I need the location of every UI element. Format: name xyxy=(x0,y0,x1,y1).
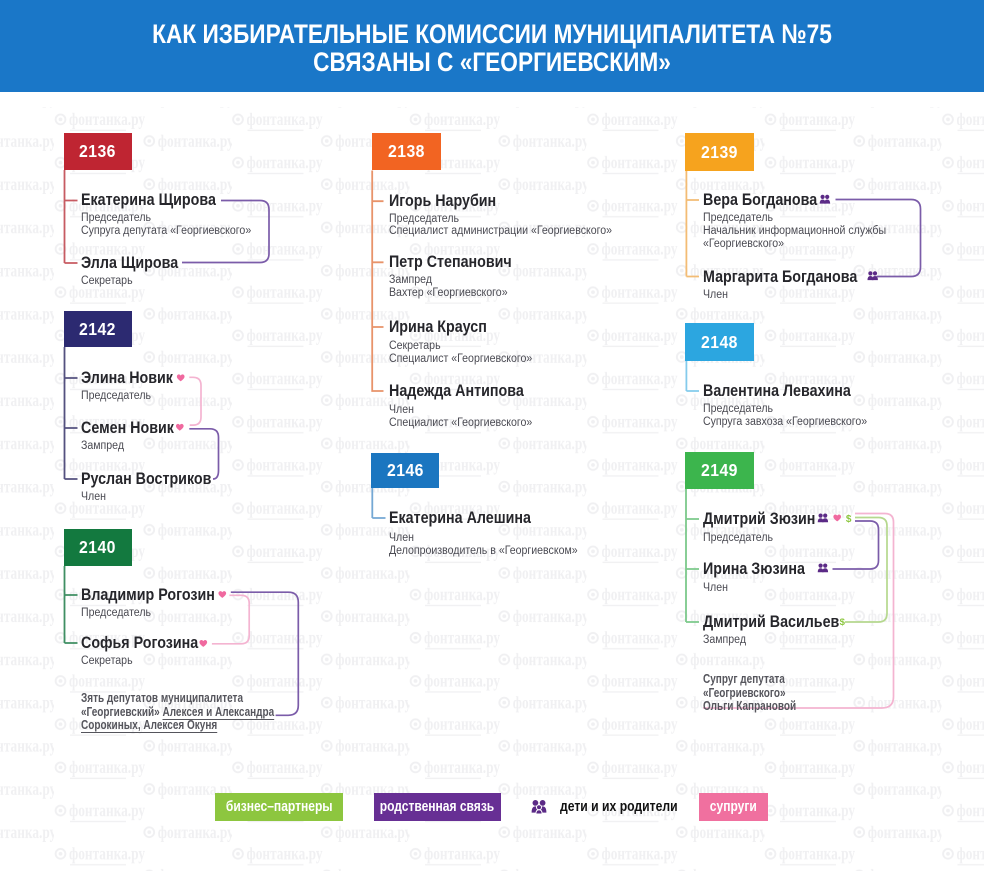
svg-text:$: $ xyxy=(846,514,852,525)
svg-text:$: $ xyxy=(840,617,846,628)
